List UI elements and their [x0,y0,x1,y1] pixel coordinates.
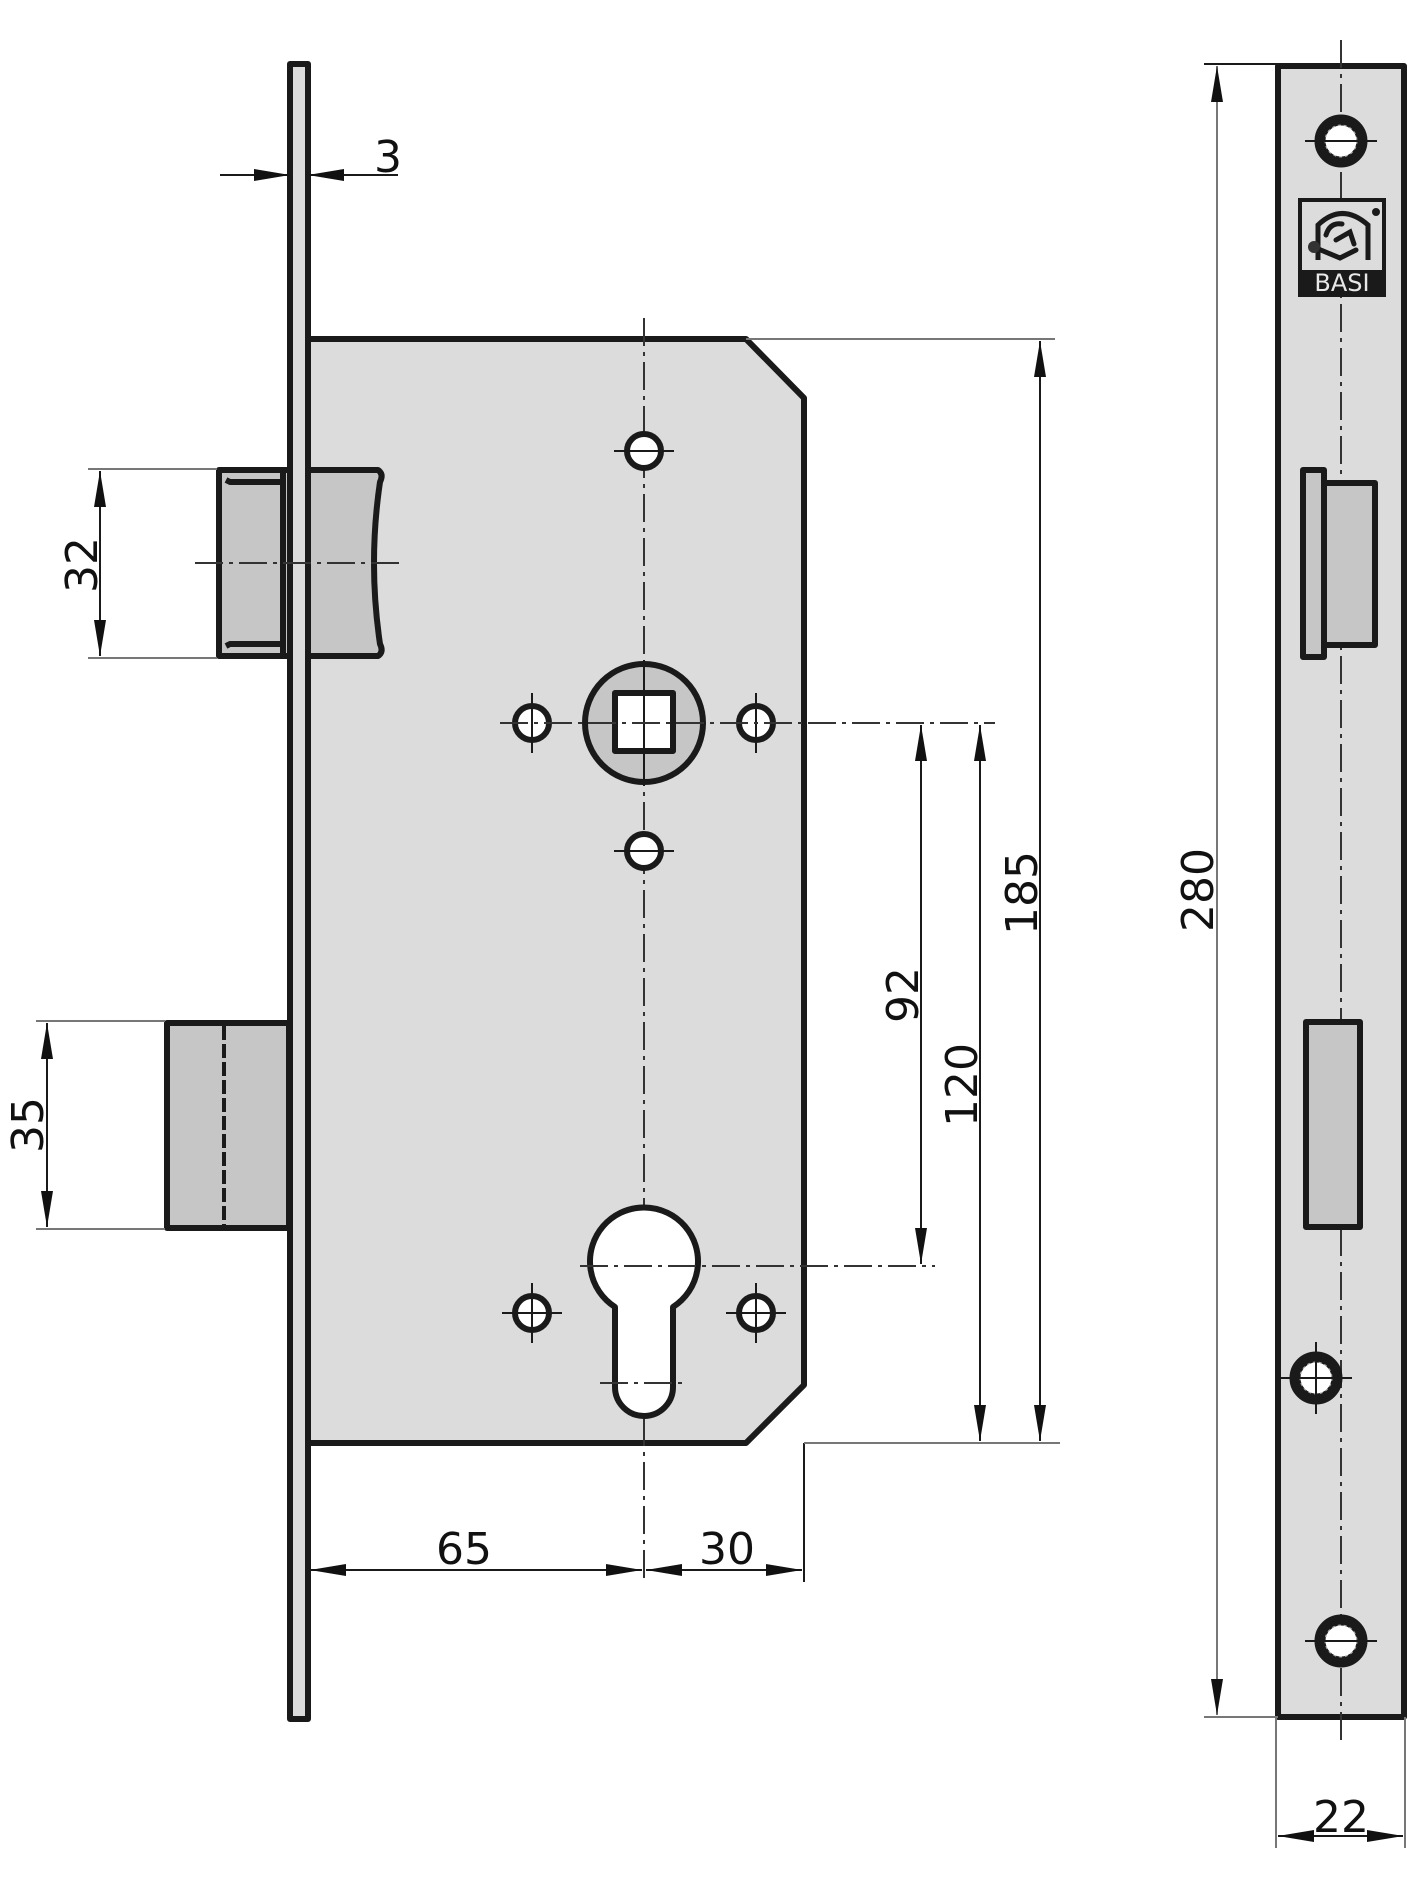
screw-hole-below-follower [614,831,674,871]
dim-latch-height: 32 [57,468,217,659]
screw-hole-top [614,431,674,471]
dim-rear-depth: 30 [646,1524,802,1576]
dim-backset: 65 [310,1442,1060,1582]
dim-label-120: 120 [937,1043,988,1127]
dim-faceplate-thickness: 3 [220,132,402,183]
dimensions-side: 3 32 35 65 30 [3,132,1060,1582]
dim-body-height: 185 [746,338,1055,1441]
dim-label-3: 3 [374,132,402,183]
faceplate-screw-hole-top [1305,114,1377,168]
faceplate-latch [1300,467,1378,660]
dim-label-185: 185 [997,851,1048,935]
dim-label-280: 280 [1173,848,1224,932]
faceplate-screw-hole-bottom [1305,1614,1377,1668]
basi-logo: BASI [1298,198,1386,297]
dim-follower-to-cylinder: 92 [878,725,929,1264]
dim-label-92: 92 [878,967,929,1023]
lock-body [305,336,807,1446]
dim-faceplate-length: 280 [1173,63,1278,1718]
dim-deadbolt-height: 35 [3,1020,165,1230]
screw-hole-bottom-left [502,1283,562,1343]
faceplate-view: BASI [1275,40,1407,1742]
side-view [164,61,995,1722]
dim-label-65: 65 [436,1524,492,1575]
screw-hole-bottom-right [726,1283,786,1343]
deadbolt [164,1020,292,1231]
dim-label-32: 32 [57,537,108,593]
faceplate-deadbolt [1303,1019,1363,1230]
basi-logo-icon [1308,208,1380,261]
dimensions-faceplate: 280 22 [1173,63,1406,1848]
dim-follower-to-bottom: 120 [937,725,988,1441]
brand-text: BASI [1314,269,1369,297]
faceplate-screw-hole-middle [1280,1342,1352,1414]
cylinder-hole [587,1204,701,1419]
dim-label-35: 35 [3,1097,54,1153]
dim-faceplate-width: 22 [1275,1717,1406,1848]
dim-label-30: 30 [699,1524,755,1575]
dim-label-22: 22 [1313,1792,1369,1843]
